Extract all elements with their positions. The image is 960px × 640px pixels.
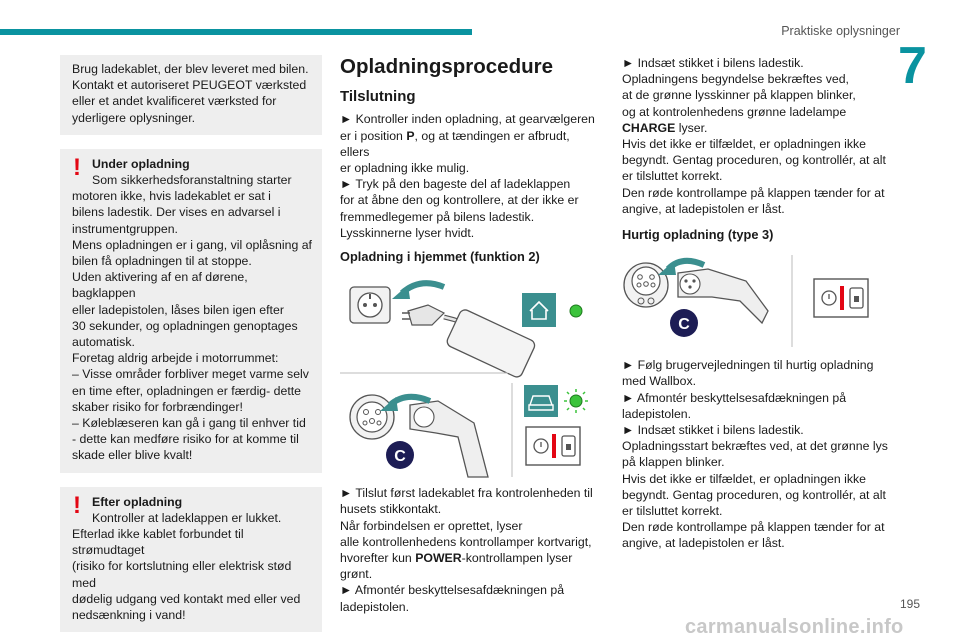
svg-text:C: C bbox=[678, 316, 690, 333]
vehicle-inlet-illustration bbox=[349, 394, 395, 440]
insert-plug-instructions: ► Indsæt stikket i bilens ladestik. Opla… bbox=[622, 56, 886, 216]
wall-socket-illustration bbox=[349, 286, 391, 324]
warning-first-line: Kontroller at ladeklappen er lukket. bbox=[92, 510, 282, 525]
green-status-light bbox=[569, 304, 583, 318]
insert-arrow-head bbox=[658, 261, 676, 276]
green-status-light-flashing bbox=[564, 389, 588, 414]
home-icon bbox=[522, 293, 556, 328]
charge-lock-panel-icon bbox=[813, 278, 869, 318]
info-box-text: Brug ladekablet, der blev leveret med bi… bbox=[72, 62, 309, 125]
warning-title: Under opladning bbox=[92, 156, 190, 171]
charging-gun-illustration bbox=[409, 400, 489, 478]
watermark: carmanualsonline.info bbox=[685, 616, 904, 638]
info-box: Brug ladekablet, der blev leveret med bi… bbox=[60, 55, 322, 135]
vehicle-inlet-illustration bbox=[623, 262, 669, 308]
section-heading: Opladningsprocedure bbox=[340, 55, 553, 78]
fast-charging-illustration: C bbox=[622, 251, 884, 349]
fast-charging-instructions: ► Følg brugervejledningen til hurtig opl… bbox=[622, 358, 888, 551]
insert-arrow-head bbox=[392, 285, 410, 300]
svg-text:C: C bbox=[394, 448, 406, 465]
home-charging-illustration: C bbox=[340, 273, 602, 479]
fast-charging-heading: Hurtig opladning (type 3) bbox=[622, 227, 774, 243]
insert-arrow-head bbox=[380, 397, 398, 412]
right-column: ► Indsæt stikket i bilens ladestik. Opla… bbox=[622, 55, 890, 552]
plug-cable-illustration bbox=[402, 304, 536, 378]
badge-c: C bbox=[386, 441, 414, 470]
charging-gun-illustration bbox=[677, 268, 769, 325]
running-head: Praktiske oplysninger bbox=[781, 24, 900, 38]
home-charging-heading: Opladning i hjemmet (funktion 2) bbox=[340, 249, 540, 265]
left-column: Brug ladekablet, der blev leveret med bi… bbox=[60, 55, 322, 640]
warning-box-after-charging: ! Efter opladning Kontroller at ladeklap… bbox=[60, 486, 322, 633]
warning-box-during-charging: ! Under opladning Som sikkerhedsforansta… bbox=[60, 148, 322, 473]
warning-body: motoren ikke, hvis ladekablet er sat i b… bbox=[72, 189, 312, 463]
page-number: 195 bbox=[900, 597, 921, 611]
warning-first-line: Som sikkerhedsforanstaltning starter bbox=[92, 173, 292, 188]
connection-instructions: ► Kontroller inden opladning, at gearvæl… bbox=[340, 112, 595, 240]
middle-column: Opladningsprocedure Tilslutning ► Kontro… bbox=[340, 55, 602, 615]
exclamation-icon: ! bbox=[73, 153, 81, 181]
charge-lock-panel-icon bbox=[525, 426, 581, 466]
exclamation-icon: ! bbox=[73, 491, 81, 519]
subsection-heading: Tilslutning bbox=[340, 88, 416, 106]
warning-title: Efter opladning bbox=[92, 494, 183, 509]
car-icon bbox=[524, 385, 558, 418]
badge-c: C bbox=[670, 309, 698, 338]
header-accent-bar bbox=[0, 29, 472, 35]
home-charging-instructions: ► Tilslut først ladekablet fra kontrolen… bbox=[340, 486, 593, 614]
chapter-number: 7 bbox=[898, 37, 927, 95]
warning-body: Efterlad ikke kablet forbundet til strøm… bbox=[72, 527, 301, 623]
